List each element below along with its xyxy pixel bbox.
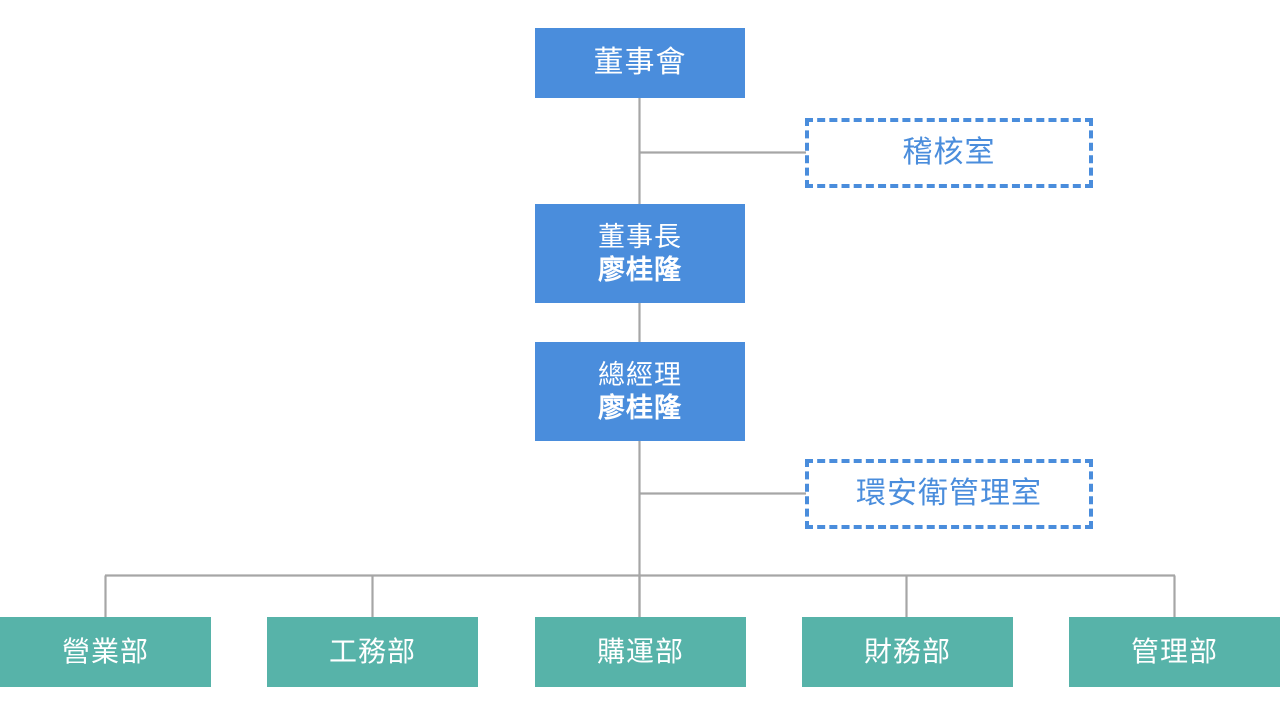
node-chairman-title: 董事長 (598, 221, 682, 252)
node-department-administration[interactable]: 管理部 (1069, 617, 1280, 687)
node-esh-management-office[interactable]: 環安衛管理室 (805, 459, 1093, 529)
node-department-administration-label: 管理部 (1130, 635, 1218, 667)
node-department-engineering-label: 工務部 (328, 635, 416, 667)
node-general-manager[interactable]: 總經理 廖桂隆 (535, 342, 745, 441)
node-general-manager-name: 廖桂隆 (598, 392, 682, 423)
node-department-finance-label: 財務部 (863, 635, 951, 667)
node-department-finance[interactable]: 財務部 (802, 617, 1013, 687)
node-chairman[interactable]: 董事長 廖桂隆 (535, 204, 745, 303)
node-department-purchasing-label: 購運部 (596, 635, 684, 667)
node-board-of-directors[interactable]: 董事會 (535, 28, 745, 98)
node-audit-office-label: 稽核室 (902, 135, 996, 169)
node-department-engineering[interactable]: 工務部 (267, 617, 478, 687)
node-department-sales-label: 營業部 (61, 635, 149, 667)
node-esh-management-office-label: 環安衛管理室 (856, 476, 1042, 510)
node-department-sales[interactable]: 營業部 (0, 617, 211, 687)
node-department-purchasing[interactable]: 購運部 (535, 617, 746, 687)
node-audit-office[interactable]: 稽核室 (805, 118, 1093, 188)
node-general-manager-title: 總經理 (598, 359, 682, 390)
node-chairman-name: 廖桂隆 (598, 254, 682, 285)
node-board-label: 董事會 (593, 45, 687, 79)
